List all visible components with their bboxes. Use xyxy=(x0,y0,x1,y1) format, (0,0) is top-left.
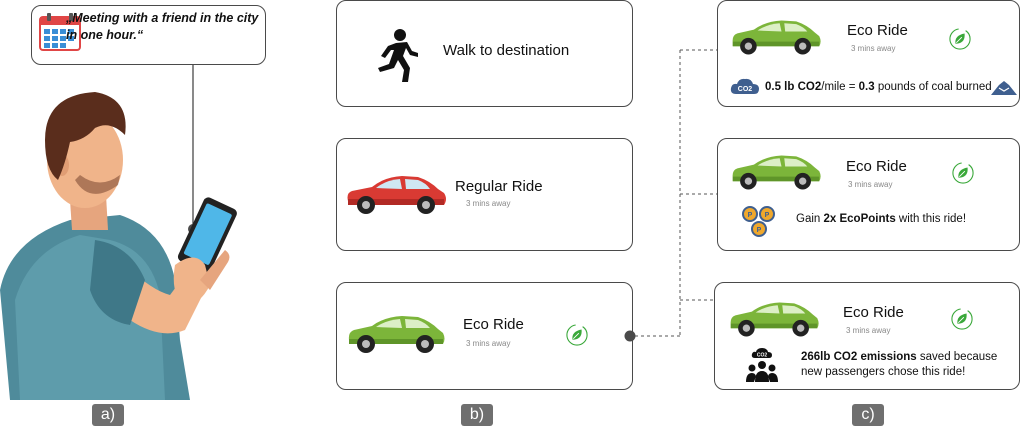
co2-cloud-icon: CO2 xyxy=(730,78,759,94)
svg-text:P: P xyxy=(757,227,762,234)
points-info-text: Gain 2x EcoPoints with this ride! xyxy=(796,212,966,227)
eco-ride-subtitle: 3 mins away xyxy=(848,180,893,189)
eco-ride-title: Eco Ride xyxy=(846,158,907,175)
green-car-icon xyxy=(730,302,819,337)
passengers-co2-icon: CO2 xyxy=(746,348,778,382)
coal-pile-icon xyxy=(991,81,1017,95)
panel-a-label: a) xyxy=(92,404,124,426)
eco-ride-co2-card[interactable] xyxy=(717,0,1020,107)
coal-value: 0.3 xyxy=(858,81,875,93)
eco-ride-title: Eco Ride xyxy=(843,304,904,321)
calendar-icon xyxy=(39,13,81,51)
walking-person-icon xyxy=(378,29,418,82)
person-illustration xyxy=(0,92,237,400)
points-bold: 2x EcoPoints xyxy=(823,213,896,225)
walk-title: Walk to destination xyxy=(443,42,570,59)
svg-text:P: P xyxy=(765,212,770,219)
eco-ride-subtitle: 3 mins away xyxy=(851,44,896,53)
coal-text: pounds of coal burned xyxy=(874,81,992,93)
saved-info-text: 266lb CO2 emissions saved because new pa… xyxy=(801,350,1016,380)
eco-ride-points-card[interactable] xyxy=(717,138,1020,251)
quote-text: „Meeting with a friend in the city in on… xyxy=(66,11,259,42)
leaf-icon xyxy=(566,324,588,346)
eco-ride-subtitle: 3 mins away xyxy=(466,339,511,348)
options-connector xyxy=(624,49,718,342)
panel-b-label: b) xyxy=(461,404,493,426)
co2-unit: /mile = xyxy=(821,81,859,93)
green-car-icon xyxy=(732,155,821,190)
leaf-icon xyxy=(949,28,971,50)
eco-ride-title: Eco Ride xyxy=(463,316,524,333)
saved-bold: 266lb CO2 emissions xyxy=(801,351,917,363)
panel-c-label: c) xyxy=(852,404,884,426)
eco-ride-title: Eco Ride xyxy=(847,22,908,39)
regular-ride-title: Regular Ride xyxy=(455,178,543,195)
points-pre: Gain xyxy=(796,213,824,225)
svg-text:CO2: CO2 xyxy=(738,86,753,93)
green-car-icon xyxy=(348,316,445,353)
svg-text:CO2: CO2 xyxy=(757,353,768,359)
points-post: with this ride! xyxy=(895,213,967,225)
regular-ride-subtitle: 3 mins away xyxy=(466,199,511,208)
eco-ride-subtitle: 3 mins away xyxy=(846,326,891,335)
leaf-icon xyxy=(952,162,974,184)
red-car-icon xyxy=(347,176,446,214)
co2-value: 0.5 lb CO2 xyxy=(765,81,822,93)
leaf-icon xyxy=(951,308,973,330)
ecopoints-coins-icon: P P P xyxy=(742,206,775,237)
svg-text:P: P xyxy=(748,212,753,219)
co2-info-text: 0.5 lb CO2/mile = 0.3 pounds of coal bur… xyxy=(765,80,992,95)
green-car-icon xyxy=(732,20,821,55)
saved-post: saved because new passengers chose this … xyxy=(801,351,998,378)
